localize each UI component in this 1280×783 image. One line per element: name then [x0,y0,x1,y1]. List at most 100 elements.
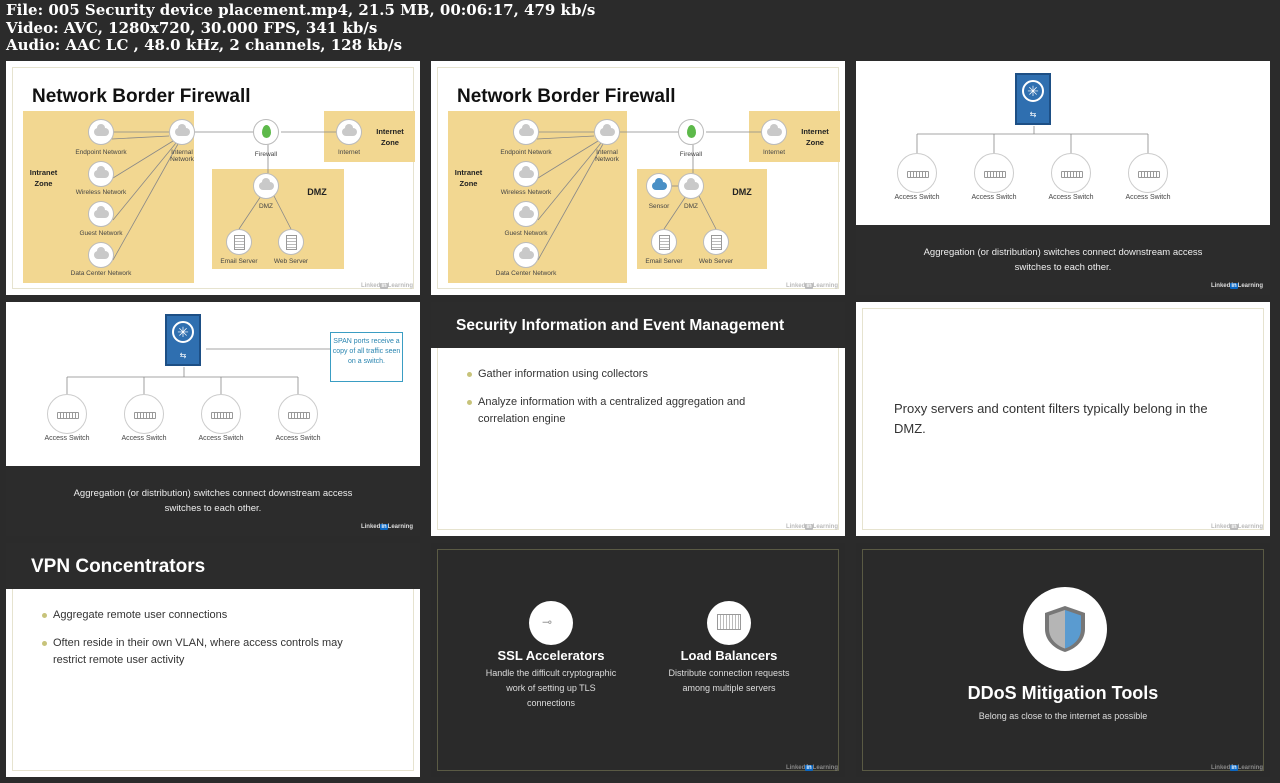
cloud-icon [519,124,534,136]
server-icon [234,235,245,250]
caption-bar: Aggregation (or distribution) switches c… [856,225,1270,295]
firewall-label: Firewall [679,151,703,158]
ddos-node [1023,587,1107,671]
wireless-network-node [513,161,539,187]
access-switch-node [974,153,1014,193]
thumbnail-span-ports: ✳ ⇆ SPAN ports receive a copy of all tra… [6,302,420,536]
slide-body-text: Proxy servers and content filters typica… [894,401,1208,436]
ddos-description: Belong as close to the internet as possi… [978,711,1148,721]
endpoint-network-node [513,119,539,145]
web-server-node [278,229,304,255]
guest-network-node [513,201,539,227]
access-switch-label: Access Switch [275,435,321,442]
load-balancer-node [707,601,751,645]
access-switch-label: Access Switch [894,194,940,201]
slide-title: Network Border Firewall [32,86,251,107]
arrows-icon: ⇆ [1029,110,1037,119]
internal-network-node [594,119,620,145]
file-info-line: File: 005 Security device placement.mp4,… [6,1,596,19]
data-center-node [513,242,539,268]
thumbnail-firewall-sensor: Network Border Firewall Intranet Zone In… [431,61,845,295]
access-switch-node [124,394,164,434]
firewall-icon [262,125,271,138]
dmz-label: DMZ [258,203,274,210]
server-icon [659,235,670,250]
access-switch-node [1051,153,1091,193]
endpoint-network-label: Endpoint Network [500,149,552,156]
thumbnail-aggregation: ✳ ⇆ Access Switch Access Switch Access S… [856,61,1270,295]
ssl-description: Handle the difficult cryptographic work … [485,668,617,708]
internet-node [761,119,787,145]
dmz-zone-label: DMZ [732,187,752,197]
endpoint-network-node [88,119,114,145]
linkedin-learning-logo: LinkedinLearning [360,283,413,289]
guest-network-label: Guest Network [79,230,123,237]
audio-info-line: Audio: AAC LC , 48.0 kHz, 2 channels, 12… [6,36,403,54]
access-switch-label: Access Switch [121,435,167,442]
cloud-icon [94,247,109,259]
access-switch-label: Access Switch [198,435,244,442]
caption-text: Aggregation (or distribution) switches c… [923,247,1203,273]
linkedin-learning-logo: LinkedinLearning [785,524,838,530]
dmz-zone-label: DMZ [307,187,327,197]
web-server-node [703,229,729,255]
web-server-label: Web Server [698,258,734,265]
aggregation-switch: ✳ ⇆ [1015,73,1051,125]
router-star-icon: ✳ [172,321,194,343]
network-links [536,131,761,261]
load-balancer-title: Load Balancers [680,648,778,663]
cloud-icon [259,178,274,190]
internet-node [336,119,362,145]
internet-label: Internet [762,149,786,156]
firewall-node [253,119,279,145]
switch-links [916,126,1149,153]
aggregation-switch: ✳ ⇆ [165,314,201,366]
wireless-network-label: Wireless Network [500,189,552,196]
network-links [111,131,336,261]
email-server-node [651,229,677,255]
firewall-node [678,119,704,145]
switch-links [66,348,330,394]
access-switch-label: Access Switch [971,194,1017,201]
caption-bar: Aggregation (or distribution) switches c… [6,466,420,536]
cloud-icon [767,124,782,136]
cloud-icon [175,124,190,136]
sensor-node [646,173,672,199]
access-switch-label: Access Switch [1048,194,1094,201]
server-icon [711,235,722,250]
file-info-header: File: 005 Security device placement.mp4,… [6,1,596,55]
dmz-label: DMZ [683,203,699,210]
thumbnail-ssl-lb: ⊸ SSL Accelerators Handle the difficult … [431,543,845,777]
web-server-label: Web Server [273,258,309,265]
internal-network-node [169,119,195,145]
server-icon [286,235,297,250]
thumbnail-vpn: VPN Concentrators Aggregate remote user … [6,543,420,777]
internal-network-label: Internal Network [170,149,194,163]
linkedin-learning-logo: LinkedinLearning [785,765,838,771]
linkedin-learning-logo: LinkedinLearning [1210,524,1263,530]
thumbnail-firewall: Network Border Firewall Intranet Zone In… [6,61,420,295]
internal-network-label: Internal Network [595,149,619,163]
firewall-label: Firewall [254,151,278,158]
key-icon: ⊸ [542,615,553,629]
guest-network-label: Guest Network [504,230,548,237]
cloud-icon [519,247,534,259]
linkedin-learning-logo: LinkedinLearning [360,524,413,530]
sensor-label: Sensor [648,203,670,210]
video-info-line: Video: AVC, 1280x720, 30.000 FPS, 341 kb… [6,18,378,37]
slide-title: Security Information and Event Managemen… [456,317,785,334]
sensor-cloud-icon [652,178,667,190]
cloud-icon [684,178,699,190]
email-server-node [226,229,252,255]
access-switch-node [47,394,87,434]
cloud-icon [600,124,615,136]
intranet-zone-label: Intranet Zone [29,168,58,188]
ddos-title: DDoS Mitigation Tools [967,683,1159,703]
load-balancer-description: Distribute connection requests among mul… [668,668,790,693]
access-switch-node [1128,153,1168,193]
cloud-icon [519,206,534,218]
internet-zone-label: Internet Zone [376,127,404,147]
linkedin-learning-logo: LinkedinLearning [1210,765,1263,771]
intranet-zone-label: Intranet Zone [454,168,483,188]
span-note-box: SPAN ports receive a copy of all traffic… [330,332,403,382]
